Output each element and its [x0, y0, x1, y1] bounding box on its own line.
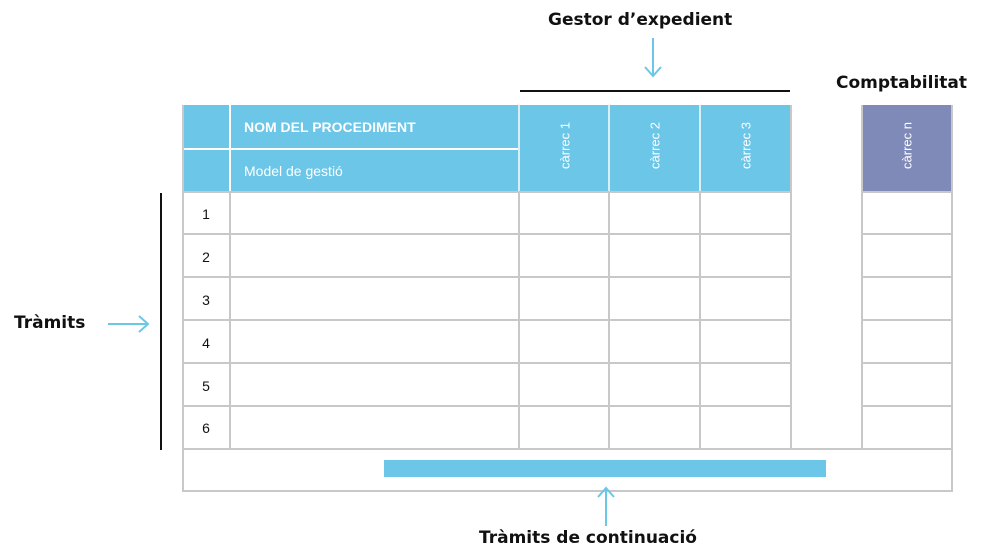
continuation-bar	[384, 460, 826, 477]
procedure-name-header: NOM DEL PROCEDIMENT	[244, 119, 416, 135]
role-header-2: càrrec 2	[647, 122, 663, 169]
role-header-3: càrrec 3	[738, 122, 754, 169]
arrow-down-icon	[644, 38, 662, 78]
tramits-label: Tràmits	[14, 313, 86, 333]
comptabilitat-label: Comptabilitat	[836, 73, 968, 93]
row-number-5: 5	[202, 378, 210, 394]
arrow-right-icon	[108, 315, 150, 333]
gestor-bracket-line	[520, 90, 790, 92]
row-number-6: 6	[202, 420, 210, 436]
role-header-1: càrrec 1	[557, 122, 573, 169]
continuacio-label: Tràmits de continuació	[479, 528, 697, 548]
role-n-header: càrrec n	[899, 122, 915, 169]
tramits-bracket-line	[160, 193, 162, 450]
management-model-header: Model de gestió	[244, 163, 343, 179]
row-number-2: 2	[202, 249, 210, 265]
row-number-3: 3	[202, 292, 210, 308]
row-number-1: 1	[202, 206, 210, 222]
arrow-up-icon	[597, 486, 615, 526]
row-number-4: 4	[202, 335, 210, 351]
role-n-header-cell	[862, 105, 952, 191]
gestor-label: Gestor d’expedient	[548, 10, 733, 30]
